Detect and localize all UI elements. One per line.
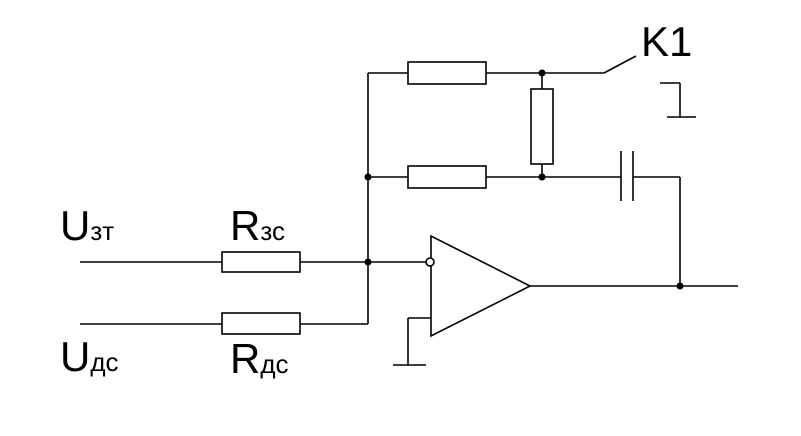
junction-dot: [676, 282, 684, 290]
label-u-ds-sub: дс: [90, 347, 119, 377]
label-r-zs-main: R: [230, 202, 261, 249]
label-r-ds: Rдс: [230, 338, 289, 380]
junction-dot: [538, 173, 546, 181]
label-r-ds-main: R: [230, 335, 261, 382]
resistor-top-feedback: [407, 61, 487, 85]
label-r-zs-sub: зс: [260, 216, 285, 246]
resistor-lower-feedback: [407, 165, 487, 189]
junction-dot: [364, 173, 372, 181]
label-u-zt-sub: зт: [90, 216, 115, 246]
label-r-zs: Rзс: [230, 205, 285, 247]
label-u-ds: Uдс: [60, 336, 119, 378]
label-u-zt: Uзт: [60, 205, 114, 247]
resistor-vertical: [530, 88, 554, 165]
junction-dot: [538, 69, 546, 77]
opamp-triangle: [430, 234, 532, 338]
label-k1: K1: [641, 18, 693, 65]
junction-dot: [364, 258, 372, 266]
label-r-ds-sub: дс: [260, 349, 289, 379]
switch-blade: [603, 55, 637, 74]
inversion-circle: [425, 257, 435, 267]
resistor-rds: [221, 312, 301, 335]
label-u-ds-main: U: [60, 333, 91, 380]
resistor-rzs: [221, 251, 301, 273]
label-u-zt-main: U: [60, 202, 91, 249]
